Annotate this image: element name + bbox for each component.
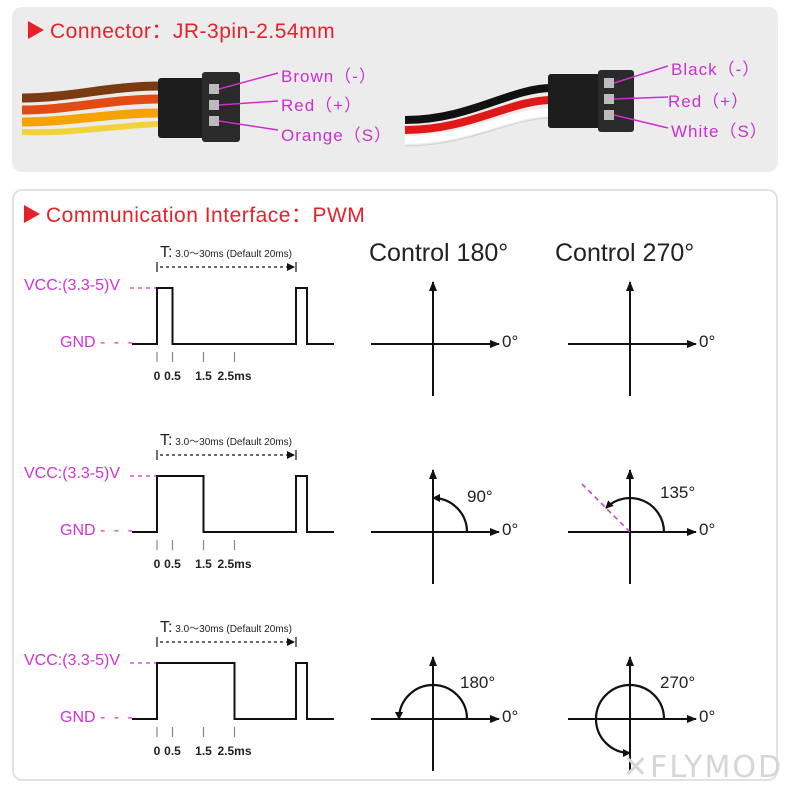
- tick-label: 0: [153, 557, 161, 571]
- period-prefix: T:: [160, 432, 173, 449]
- red-wire-right: [404, 96, 553, 134]
- zero-degree-label: 0°: [699, 332, 716, 351]
- period-label: T: 3.0～30ms (Default 20ms): [160, 619, 292, 637]
- vcc-label: VCC:(3.3-5)V: [24, 465, 121, 482]
- zero-degree-label: 0°: [502, 707, 519, 726]
- gnd-dash: - - -: [100, 709, 135, 726]
- black-wire: [404, 84, 553, 124]
- angle-indicator-line: [581, 483, 631, 533]
- pin-label-brown: Brown（-）: [281, 67, 377, 86]
- gnd-label: GND - - -: [60, 522, 135, 540]
- tick-label: 2.5ms: [217, 557, 252, 571]
- connector-heading-text: Connector：JR-3pin-2.54mm: [50, 20, 336, 43]
- vcc-label: VCC:(3.3-5)V: [24, 652, 121, 669]
- period-text: 3.0～30ms (Default 20ms): [172, 249, 292, 260]
- tick-label: 2.5ms: [217, 369, 252, 383]
- rotation-arc: [395, 683, 469, 720]
- white-wire: [404, 108, 553, 144]
- triangle-bullet-icon: [28, 21, 44, 39]
- period-text: 3.0～30ms (Default 20ms): [172, 437, 292, 448]
- tick-label: 0: [153, 369, 161, 383]
- zero-degree-label: 0°: [699, 520, 716, 539]
- gnd-text: GND: [60, 709, 100, 726]
- orange-wire: [21, 108, 161, 127]
- period-prefix: T:: [160, 244, 173, 261]
- zero-degree-label: 0°: [502, 332, 519, 351]
- gnd-text: GND: [60, 522, 100, 539]
- control-270-title: Control 270°: [555, 239, 695, 267]
- period-label: T: 3.0～30ms (Default 20ms): [160, 432, 292, 450]
- vcc-label: VCC:(3.3-5)V: [24, 277, 121, 294]
- zero-degree-label: 0°: [699, 707, 716, 726]
- pwm-waveform: [132, 287, 334, 345]
- connector-heading: Connector：JR-3pin-2.54mm: [28, 15, 335, 45]
- pin-label-red-right: Red（+）: [668, 92, 750, 111]
- gnd-label: GND - - -: [60, 334, 135, 352]
- pwm-waveform: [132, 662, 334, 720]
- flymod-logo: ✕FLYMOD: [623, 750, 784, 785]
- pin-label-black: Black（-）: [671, 60, 761, 79]
- rotation-arc: [432, 494, 469, 533]
- left-connector-housing: [158, 72, 240, 142]
- control-180-title: Control 180°: [369, 239, 509, 267]
- pin-label-orange: Orange（S）: [281, 126, 393, 145]
- tick-label: 0.5: [164, 369, 181, 383]
- tick-label: 0: [153, 744, 161, 758]
- tick-label: 1.5: [195, 557, 212, 571]
- tick-label: 1.5: [195, 369, 212, 383]
- gnd-text: GND: [60, 334, 100, 351]
- pin-label-red-left: Red（+）: [281, 96, 363, 115]
- rotation-arc: [605, 497, 666, 533]
- left-cable: [21, 81, 161, 136]
- triangle-bullet-icon: [24, 205, 40, 223]
- pin-label-white: White（S）: [671, 122, 768, 141]
- tick-label: 1.5: [195, 744, 212, 758]
- period-prefix: T:: [160, 619, 173, 636]
- pwm-heading-text: Communication Interface：PWM: [46, 204, 366, 227]
- tick-label: 0.5: [164, 744, 181, 758]
- gnd-dash: - - -: [100, 334, 135, 351]
- zero-degree-label: 0°: [502, 520, 519, 539]
- gnd-dash: - - -: [100, 522, 135, 539]
- angle-label: 135°: [660, 483, 696, 502]
- pwm-heading: Communication Interface：PWM: [24, 199, 365, 229]
- angle-label: 180°: [460, 673, 496, 692]
- pwm-waveform: [132, 475, 334, 533]
- brown-wire: [21, 81, 161, 103]
- angle-label: 90°: [467, 487, 493, 506]
- tick-label: 0.5: [164, 557, 181, 571]
- red-wire: [21, 94, 161, 115]
- tick-label: 2.5ms: [217, 744, 252, 758]
- gnd-label: GND - - -: [60, 709, 135, 727]
- period-label: T: 3.0～30ms (Default 20ms): [160, 244, 292, 262]
- yellow-wire-edge: [21, 121, 161, 136]
- right-connector-housing: [548, 70, 634, 132]
- rotation-arc: [594, 683, 666, 757]
- angle-label: 270°: [660, 673, 696, 692]
- period-text: 3.0～30ms (Default 20ms): [172, 624, 292, 635]
- right-cable: [404, 84, 553, 147]
